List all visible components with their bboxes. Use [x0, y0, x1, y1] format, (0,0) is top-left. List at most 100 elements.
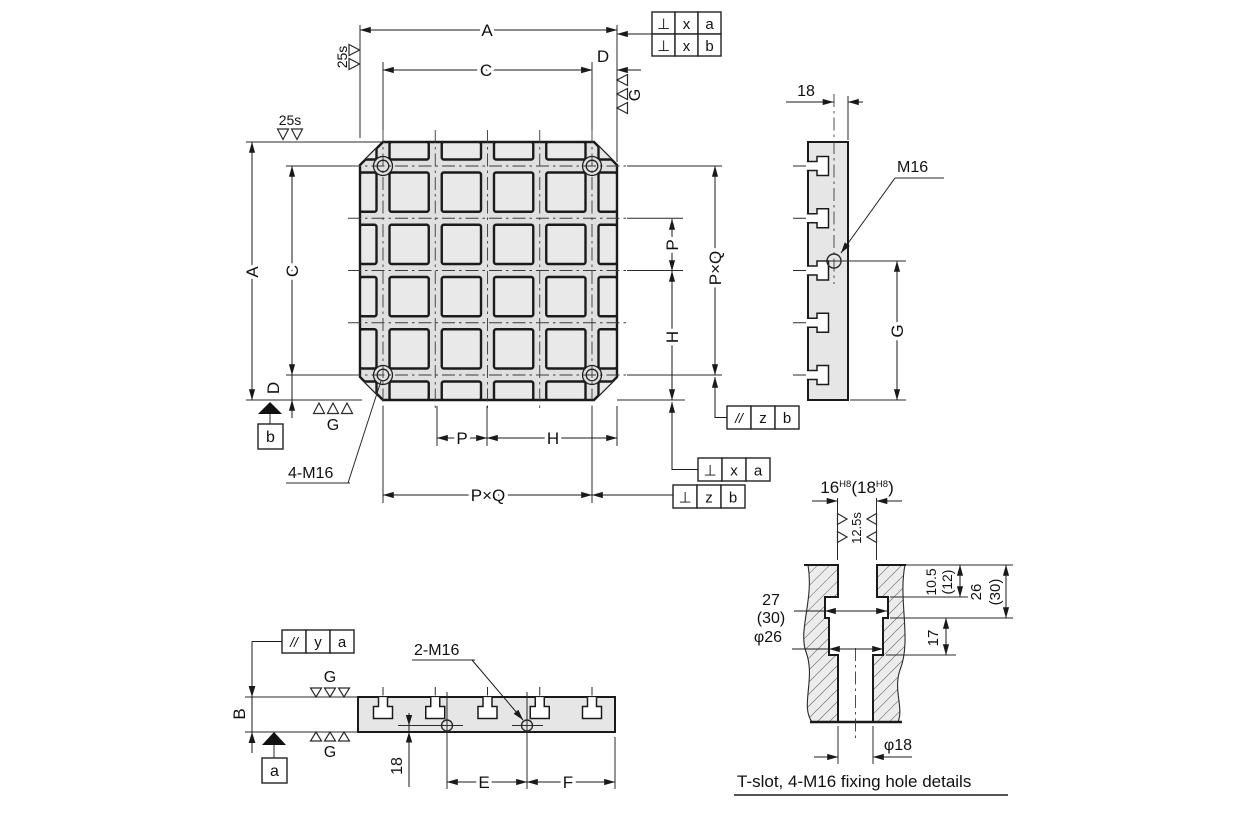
section-block-right: [873, 565, 906, 722]
fixing-hole-outer: [372, 364, 394, 386]
tol-datum: b: [729, 490, 737, 507]
dim-c-top-label: C: [480, 61, 492, 80]
t-slot-profile: [806, 313, 829, 333]
fixing-hole-inner: [376, 368, 390, 382]
finish-25s-top: 25s: [276, 112, 304, 141]
tolerance-frame-leader: [668, 401, 698, 470]
tol-value: z: [705, 490, 713, 507]
t-slot-island: [597, 380, 617, 400]
finish-25s-top-label: 25s: [279, 112, 302, 128]
side-t-slot-profiles: [793, 155, 830, 386]
t-slot-island: [545, 328, 587, 370]
dim-d-left-label: D: [264, 382, 283, 394]
finish-triangle-icon: [309, 687, 323, 699]
dim-d-top-label: D: [597, 47, 609, 66]
datum-a-box: [261, 757, 288, 784]
dim-e-label: E: [478, 773, 489, 792]
t-slot-profile-left: [804, 564, 839, 722]
t-slot-profile: [373, 697, 393, 719]
front-view: B // y a G G a: [230, 629, 616, 796]
finish-triangle-icon: [337, 687, 351, 699]
corner-fixing-holes: [372, 155, 603, 386]
finish-triangle-icon: [348, 43, 361, 57]
t-slot-profile: [806, 156, 829, 176]
t-slot-island: [492, 275, 535, 318]
m16-label: M16: [897, 159, 928, 176]
dim-pxq-right-label: P×Q: [706, 251, 725, 286]
finish-triangle-icon: [337, 730, 351, 742]
t-slot-island: [440, 223, 483, 266]
dim-h-bottom-label: H: [547, 429, 559, 448]
t-slot-profile-edge: [806, 155, 830, 177]
t-slot-profile-edge: [806, 312, 830, 333]
tol-datum: a: [705, 16, 714, 33]
tol-value: x: [683, 38, 691, 55]
tol-symbol: ⊥: [703, 463, 716, 480]
finish-12-5s-label: 12.5s: [849, 512, 864, 544]
t-slot-profile: [806, 365, 829, 385]
t-slot-island: [388, 275, 430, 318]
t-slot-island: [360, 171, 378, 213]
break-line: [803, 564, 813, 723]
t-slot-profile-right: [872, 564, 906, 722]
side-view: 18 M16 G // z b: [711, 83, 944, 430]
t-slot-profile: [806, 208, 829, 228]
datum-b-symbol: b: [257, 402, 284, 450]
slot-width-alt: (18: [851, 478, 876, 497]
t-slot-island: [492, 223, 535, 266]
finish-triangle-icon: [312, 401, 326, 415]
fixing-hole-inner: [585, 368, 599, 382]
t-slot-profile: [530, 697, 550, 719]
front-holes-label: 2-M16: [414, 642, 459, 659]
t-slot-island-grid: [360, 142, 617, 400]
arrowhead: [405, 715, 413, 726]
dim-g-side-label: G: [888, 324, 907, 337]
arrowhead: [248, 732, 256, 743]
t-slot-profile: [425, 697, 445, 719]
dim-f-label: F: [563, 773, 573, 792]
dim-30-right-label: (30): [987, 579, 1004, 606]
tol-symbol: //: [289, 634, 300, 650]
tol-datum: a: [338, 634, 347, 651]
tolerance-frame-perp-zb: ⊥ z b: [591, 484, 746, 509]
slot-width-close: ): [888, 478, 894, 497]
dim-c-left-label: C: [283, 265, 302, 277]
fixing-holes-label: 4-M16: [288, 465, 333, 482]
t-slot-island: [360, 223, 378, 266]
datum-b-box: [257, 423, 284, 450]
arrowhead: [405, 732, 413, 743]
finish-triangle-icon: [836, 530, 849, 544]
dim-17-label: 17: [925, 630, 942, 647]
t-slot-island: [440, 171, 483, 213]
t-slot-profile-edge: [372, 697, 394, 720]
t-slot-profile-edge: [477, 697, 498, 720]
detail-caption: T-slot, 4-M16 fixing hole details: [737, 772, 971, 791]
finish-triangle-icon: [865, 512, 878, 526]
dim-b-label: B: [230, 708, 249, 719]
t-slot-island: [492, 328, 535, 370]
tol-value: x: [730, 463, 738, 480]
t-slot-profile-edge: [806, 260, 830, 281]
t-slot-island: [492, 171, 535, 213]
tol-value: z: [759, 410, 767, 427]
tolerance-frame-perp-xa-xb: ⊥ x a ⊥ x b: [616, 11, 722, 57]
break-line: [897, 564, 906, 723]
tolerance-frame-perp-xa: ⊥ x a: [668, 401, 771, 482]
dim-p-right-label: P: [663, 239, 682, 250]
dim-a-left-label: A: [243, 266, 262, 278]
finish-triangle-icon: [836, 512, 849, 526]
datum-a-symbol: a: [261, 732, 288, 784]
dim-p-bottom-label: P: [456, 429, 467, 448]
t-slot-island: [360, 275, 378, 318]
t-slot-island: [360, 380, 378, 400]
arrowhead: [248, 686, 256, 697]
tol-value: y: [314, 634, 322, 651]
slot-width-main: 16: [820, 478, 839, 497]
tol-symbol: ⊥: [657, 16, 670, 33]
fixing-holes-leader: [347, 380, 382, 484]
t-slot-island: [545, 142, 587, 161]
t-slot-profile-edge: [425, 697, 446, 720]
tol-value: x: [683, 16, 691, 33]
t-slot-island: [597, 171, 617, 213]
